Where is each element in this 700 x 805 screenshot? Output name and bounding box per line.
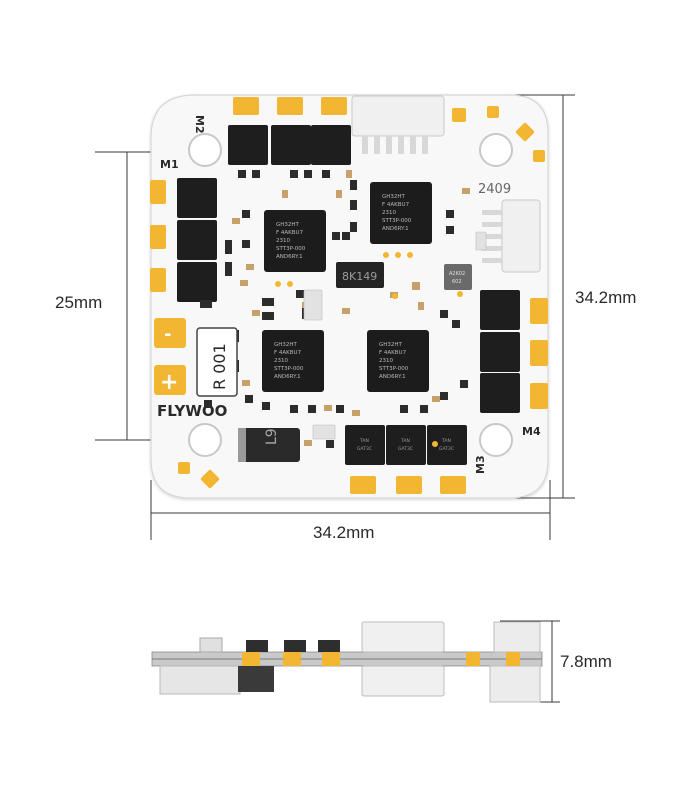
brand-logo: FLYWOO: [157, 402, 227, 420]
motor-label-m1: M1: [160, 158, 179, 171]
mcu-1-line-4: STT3P-000: [276, 246, 306, 252]
motor-label-m2: M2: [193, 115, 206, 134]
version-label: R 001: [210, 343, 229, 390]
motor-pads: [150, 97, 548, 494]
svg-text:TAN: TAN: [400, 438, 410, 444]
mcu-1-line-1: GH32HT: [276, 222, 300, 228]
mcu-1-line-2: F 4AKBU7: [276, 230, 304, 236]
mount-spacing-label: 25mm: [55, 293, 103, 312]
mcu-3-line-5: AND6RY.1: [274, 374, 301, 380]
mcu-4-line-4: STT3P-000: [379, 366, 409, 372]
mcu-2-line-5: AND6RY.1: [382, 226, 409, 232]
mcu-3-line-4: STT3P-000: [274, 366, 304, 372]
svg-text:GAT3C: GAT3C: [439, 446, 454, 452]
thickness-dimension-label: 7.8mm: [560, 652, 612, 671]
version-label-box: R 001: [196, 327, 238, 397]
date-code: 2409: [478, 182, 511, 197]
height-dimension-label: 34.2mm: [575, 288, 637, 307]
power-plus-label: +: [160, 370, 178, 395]
mosfets: [177, 125, 520, 465]
mcu-4-line-5: AND6RY.1: [379, 374, 406, 380]
connectors: [351, 95, 541, 273]
power-minus-label: -: [164, 324, 171, 345]
flight-controller-side-view: [151, 621, 543, 703]
motor-label-m3: M3: [474, 455, 487, 474]
mcu-2-line-1: GH32HT: [382, 194, 406, 200]
mcu-2-line-2: F 4AKBU7: [382, 202, 410, 208]
svg-text:602: 602: [452, 279, 462, 285]
mcu-markings: GH32HT F 4AKBU7 2310 STT3P-000 AND6RY.1 …: [274, 194, 412, 380]
diode: L9: [238, 428, 300, 462]
mcu-1-line-5: AND6RY.1: [276, 254, 303, 260]
mosfet-markings: TAN GAT3C TAN GAT3C TAN GAT3C: [357, 438, 454, 452]
mcu-2-line-3: 2310: [382, 210, 396, 216]
mcu-2-line-4: STT3P-000: [382, 218, 412, 224]
mcu-4-line-3: 2310: [379, 358, 393, 364]
svg-text:GAT3C: GAT3C: [357, 446, 372, 452]
motor-label-m4: M4: [522, 425, 541, 438]
sensor-chip: A2K02 602: [444, 264, 472, 290]
svg-text:TAN: TAN: [359, 438, 369, 444]
passive-components: [200, 170, 487, 448]
mcu-4-line-2: F 4AKBU7: [379, 350, 407, 356]
power-labels: - +: [160, 324, 178, 395]
power-pads: [154, 318, 186, 395]
svg-text:TAN: TAN: [441, 438, 451, 444]
mcu-chips: [262, 182, 432, 392]
mcu-4-line-1: GH32HT: [379, 342, 403, 348]
mounting-holes: [188, 133, 513, 457]
mcu-3-line-2: F 4AKBU7: [274, 350, 302, 356]
svg-text:A2K02: A2K02: [449, 271, 465, 277]
mcu-1-line-3: 2310: [276, 238, 290, 244]
regulator-chip: 8K149: [336, 262, 384, 288]
silkscreen-labels: M1 M2 M3 M4 FLYWOO 2409: [157, 115, 541, 474]
mcu-3-line-3: 2310: [274, 358, 288, 364]
svg-text:GAT3C: GAT3C: [398, 446, 413, 452]
flight-controller-top-view: GH32HT F 4AKBU7 2310 STT3P-000 AND6RY.1 …: [150, 94, 549, 499]
mcu-3-line-1: GH32HT: [274, 342, 298, 348]
svg-text:L9: L9: [264, 428, 280, 445]
width-dimension-label: 34.2mm: [313, 523, 375, 542]
svg-text:8K149: 8K149: [342, 270, 377, 283]
